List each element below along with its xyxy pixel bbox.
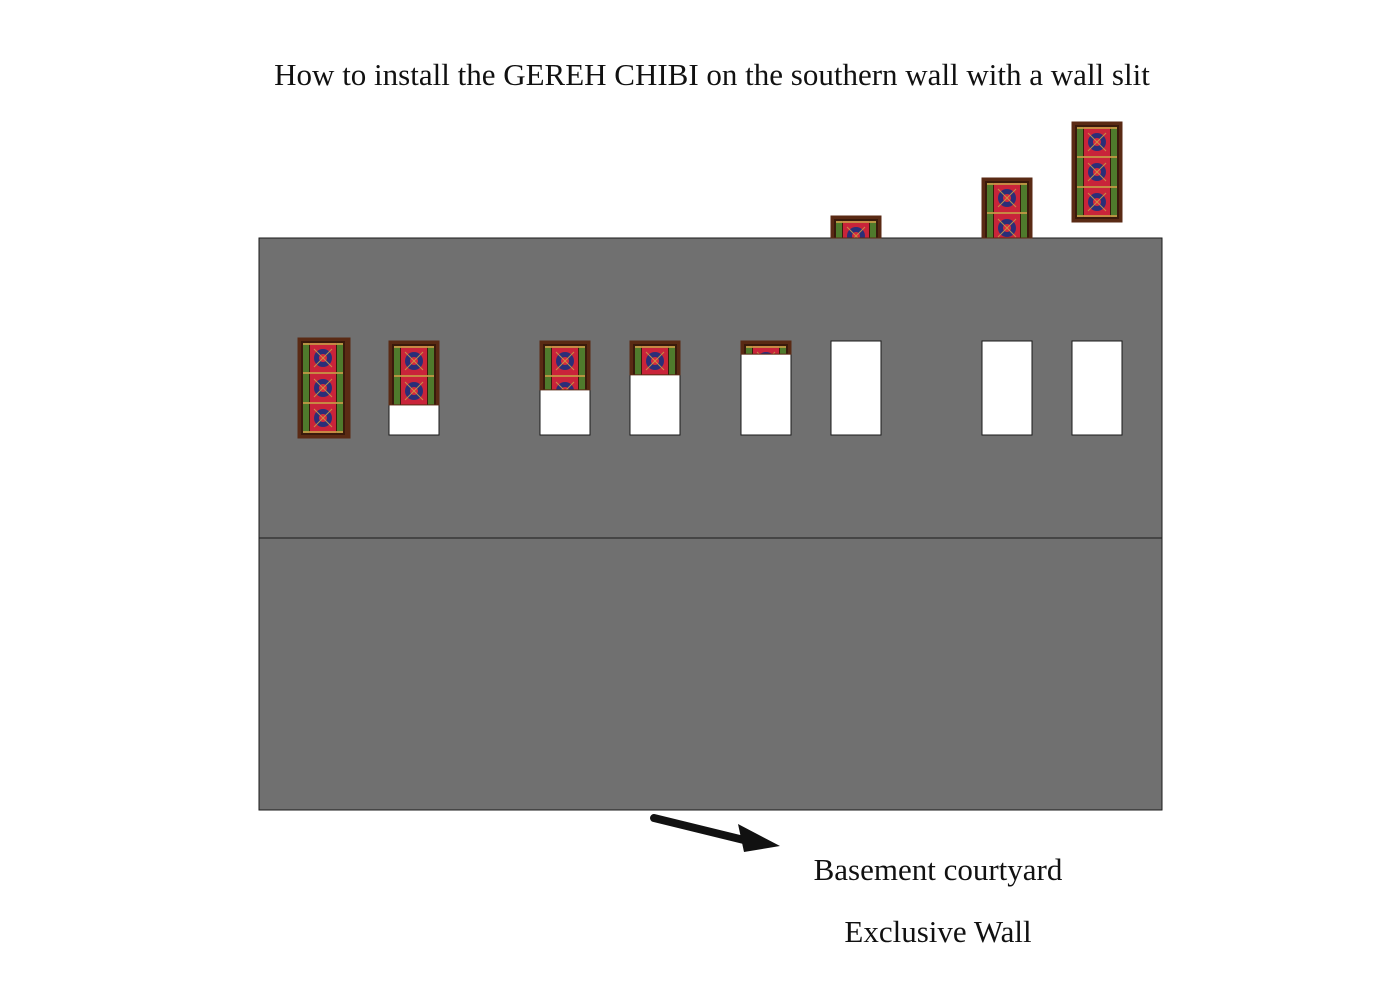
installed-panel bbox=[629, 340, 681, 376]
lattice-window-panel-icon bbox=[740, 340, 792, 355]
installed-panel bbox=[539, 340, 591, 391]
basement-courtyard-label: Basement courtyard bbox=[814, 852, 1063, 887]
panel-above-wall bbox=[830, 215, 882, 239]
diagram-title: How to install the GEREH CHIBI on the so… bbox=[274, 57, 1150, 92]
installed-panel bbox=[388, 340, 440, 406]
lattice-window-panel-icon bbox=[830, 215, 882, 239]
wall-slit bbox=[981, 340, 1033, 436]
wall-slit bbox=[1071, 340, 1123, 436]
lattice-window-panel-icon bbox=[297, 337, 351, 439]
lattice-window-panel-icon bbox=[629, 340, 681, 376]
lattice-panels bbox=[297, 121, 1123, 439]
installed-panel bbox=[740, 340, 792, 355]
exclusive-wall-label: Exclusive Wall bbox=[844, 914, 1031, 949]
panel-above-wall bbox=[981, 177, 1033, 239]
arrow-right-icon bbox=[650, 814, 780, 852]
installed-panel bbox=[297, 337, 351, 439]
lattice-window-panel-icon bbox=[1071, 121, 1123, 223]
wall-slit bbox=[740, 340, 792, 436]
lower-wall-section bbox=[258, 537, 1163, 811]
wall-slit bbox=[830, 340, 882, 436]
lattice-window-panel-icon bbox=[388, 340, 440, 406]
lattice-window-panel-icon bbox=[539, 340, 591, 391]
lattice-window-panel-icon bbox=[981, 177, 1033, 239]
panel-above-wall bbox=[1071, 121, 1123, 223]
